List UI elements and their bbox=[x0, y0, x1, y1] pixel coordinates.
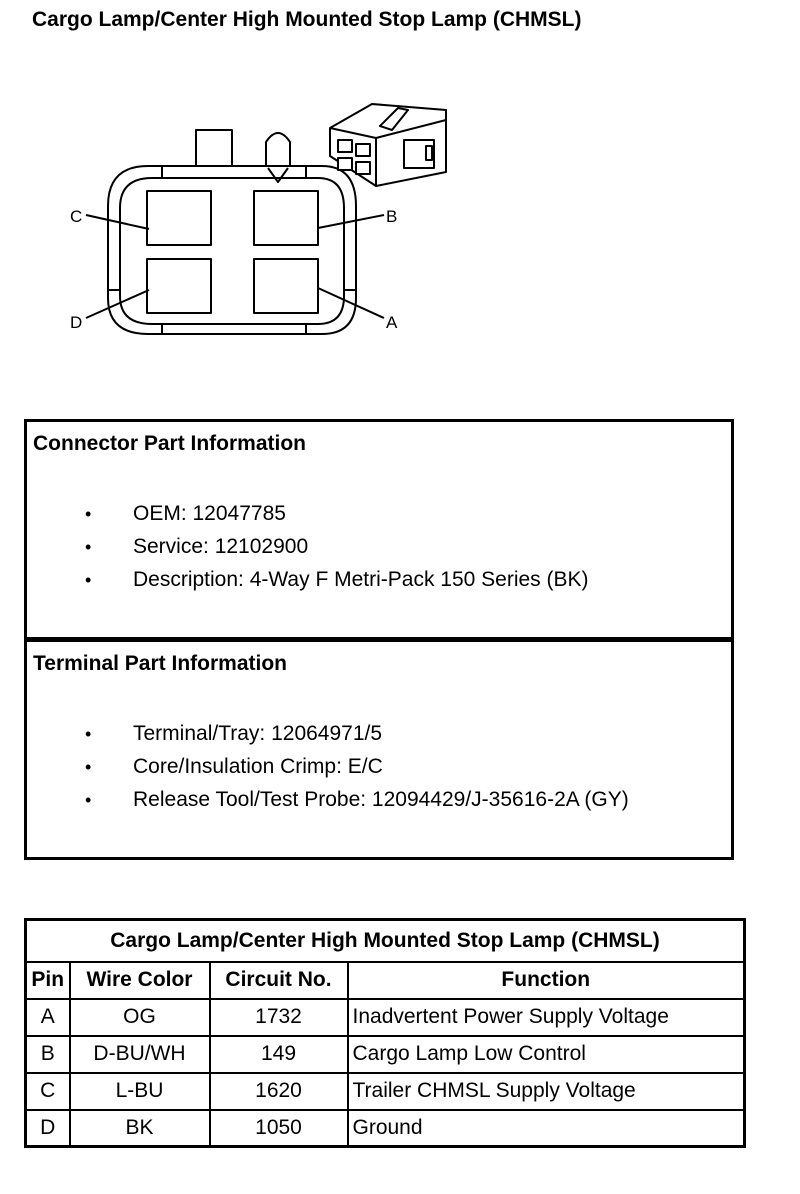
bullet-icon: • bbox=[85, 790, 92, 810]
connector-part-info: Connector Part Information •OEM: 1204778… bbox=[24, 419, 734, 640]
connector-iso-view bbox=[329, 103, 447, 187]
cell-wire-color: BK bbox=[68, 1108, 211, 1148]
cell-pin: A bbox=[24, 997, 71, 1037]
cell-function: Inadvertent Power Supply Voltage bbox=[346, 997, 746, 1037]
cavity-c bbox=[146, 190, 212, 246]
cell-circuit-no: 1050 bbox=[208, 1108, 349, 1148]
leader-b bbox=[317, 214, 385, 229]
connector-latch bbox=[265, 132, 291, 173]
cell-pin: B bbox=[24, 1034, 71, 1074]
table-caption: Cargo Lamp/Center High Mounted Stop Lamp… bbox=[24, 918, 746, 963]
table-row: D BK 1050 Ground bbox=[24, 1108, 746, 1148]
bullet-icon: • bbox=[85, 724, 92, 744]
bullet-icon: • bbox=[85, 757, 92, 777]
bullet-icon: • bbox=[85, 504, 92, 524]
cell-wire-color: L-BU bbox=[68, 1071, 211, 1111]
bullet-icon: • bbox=[85, 537, 92, 557]
bullet-icon: • bbox=[85, 570, 92, 590]
table-row: B D-BU/WH 149 Cargo Lamp Low Control bbox=[24, 1034, 746, 1074]
cavity-b bbox=[253, 190, 319, 246]
connector-housing-outer bbox=[107, 165, 357, 335]
header-wire-color: Wire Color bbox=[68, 960, 211, 1000]
leader-c bbox=[85, 214, 150, 230]
cell-wire-color: D-BU/WH bbox=[68, 1034, 211, 1074]
cell-function: Ground bbox=[346, 1108, 746, 1148]
pin-label-d: D bbox=[70, 313, 82, 332]
pin-label-b: B bbox=[386, 207, 397, 226]
cell-pin: D bbox=[24, 1108, 71, 1148]
cell-function: Cargo Lamp Low Control bbox=[346, 1034, 746, 1074]
pin-label-a: A bbox=[386, 313, 398, 332]
pin-label-c: C bbox=[70, 207, 82, 226]
header-function: Function bbox=[346, 960, 746, 1000]
cell-wire-color: OG bbox=[68, 997, 211, 1037]
leader-a bbox=[317, 287, 385, 319]
cell-circuit-no: 149 bbox=[208, 1034, 349, 1074]
terminal-info-heading: Terminal Part Information bbox=[33, 652, 287, 675]
table-header-row: Pin Wire Color Circuit No. Function bbox=[24, 960, 746, 1000]
table-row: C L-BU 1620 Trailer CHMSL Supply Voltage bbox=[24, 1071, 746, 1111]
table-row: A OG 1732 Inadvertent Power Supply Volta… bbox=[24, 997, 746, 1037]
terminal-part-info: Terminal Part Information •Terminal/Tray… bbox=[24, 639, 734, 860]
cell-pin: C bbox=[24, 1071, 71, 1111]
page-title: Cargo Lamp/Center High Mounted Stop Lamp… bbox=[32, 8, 582, 31]
header-pin: Pin bbox=[24, 960, 71, 1000]
connector-housing-inner bbox=[119, 177, 345, 325]
connector-info-heading: Connector Part Information bbox=[33, 432, 307, 455]
cell-circuit-no: 1620 bbox=[208, 1071, 349, 1111]
cell-circuit-no: 1732 bbox=[208, 997, 349, 1037]
pinout-table: Cargo Lamp/Center High Mounted Stop Lamp… bbox=[24, 918, 746, 1148]
header-circuit-no: Circuit No. bbox=[208, 960, 349, 1000]
cell-function: Trailer CHMSL Supply Voltage bbox=[346, 1071, 746, 1111]
cavity-a bbox=[253, 258, 319, 314]
connector-diagram: C B D A bbox=[70, 103, 447, 335]
cavity-d bbox=[146, 258, 212, 314]
leader-d bbox=[85, 289, 150, 319]
